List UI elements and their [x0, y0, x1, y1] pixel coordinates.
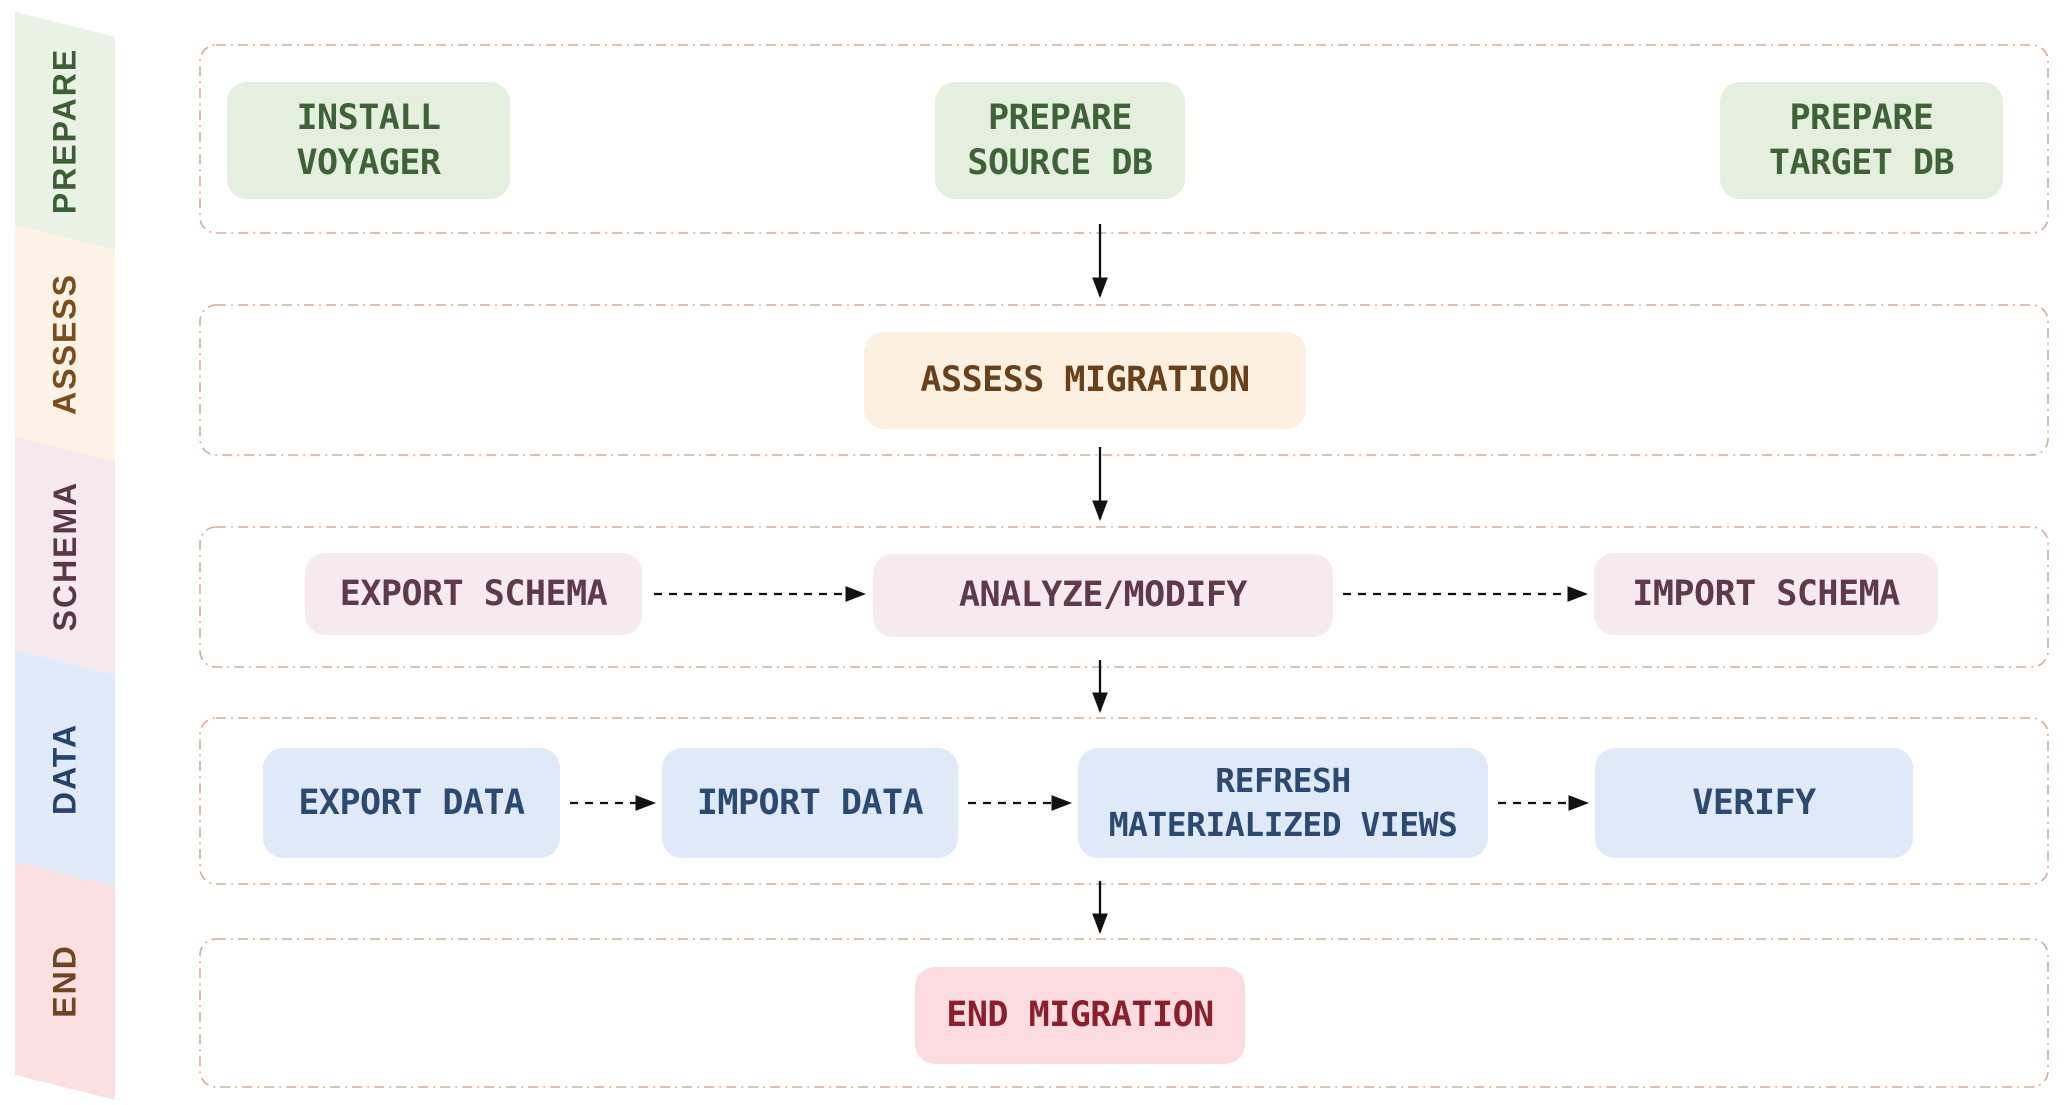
lane-prepare-label: PREPARE — [46, 47, 83, 214]
node-assess-migration: ASSESS MIGRATION — [864, 332, 1306, 429]
lane-end-label: END — [46, 944, 83, 1018]
node-prepare-source-db: PREPARE SOURCE DB — [935, 82, 1185, 199]
node-import-schema: IMPORT SCHEMA — [1594, 553, 1938, 635]
lane-assess: ASSESS — [15, 224, 115, 463]
node-refresh-materialized-views: REFRESH MATERIALIZED VIEWS — [1078, 748, 1488, 858]
node-verify: VERIFY — [1595, 748, 1913, 858]
lane-prepare: PREPARE — [15, 12, 115, 250]
phase-row-frames — [199, 44, 2049, 1088]
row-frame-data — [199, 717, 2049, 885]
lane-schema: SCHEMA — [15, 437, 115, 675]
lane-schema-label: SCHEMA — [46, 480, 83, 632]
lane-assess-label: ASSESS — [46, 272, 83, 415]
row-frame-assess — [199, 304, 2049, 456]
lane-end: END — [15, 862, 115, 1100]
lane-data-label: DATA — [46, 722, 83, 815]
row-frame-schema — [199, 526, 2049, 668]
node-export-data: EXPORT DATA — [263, 748, 560, 858]
horizontal-flow-arrows — [570, 586, 1590, 811]
node-install-voyager: INSTALL VOYAGER — [227, 82, 510, 199]
row-frame-prepare — [199, 44, 2049, 234]
node-end-migration: END MIGRATION — [915, 967, 1245, 1064]
node-import-data: IMPORT DATA — [662, 748, 958, 858]
node-export-schema: EXPORT SCHEMA — [305, 553, 642, 635]
row-frame-end — [199, 938, 2049, 1088]
node-analyze-modify: ANALYZE/MODIFY — [873, 554, 1333, 637]
phase-sidebar: PREPARE ASSESS SCHEMA DATA END — [15, 12, 115, 1100]
lane-data: DATA — [15, 649, 115, 888]
node-prepare-target-db: PREPARE TARGET DB — [1720, 82, 2003, 199]
